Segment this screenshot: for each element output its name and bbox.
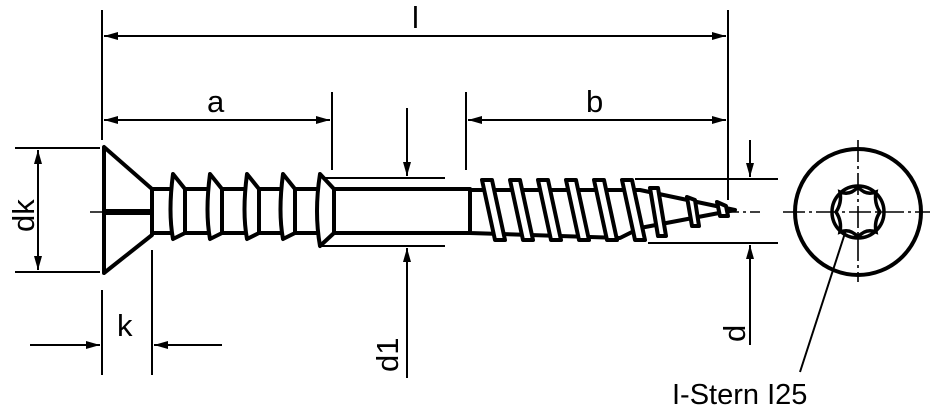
drive-leader-line bbox=[799, 229, 847, 373]
label-b: b bbox=[586, 84, 603, 119]
label-d: d bbox=[717, 325, 752, 342]
dimension-l: l bbox=[101, 0, 729, 200]
dimension-k: k bbox=[30, 250, 222, 375]
dimension-dk: dk bbox=[6, 147, 100, 273]
drive-recess-circle bbox=[830, 184, 886, 240]
label-drive: I-Stern I25 bbox=[672, 379, 807, 411]
screw-shank bbox=[148, 187, 472, 235]
screw-side-view bbox=[102, 145, 737, 275]
label-k: k bbox=[117, 308, 133, 343]
label-a: a bbox=[207, 84, 225, 119]
milling-ribs bbox=[168, 172, 336, 248]
screw-head-top-view bbox=[783, 140, 930, 282]
dimension-b: b bbox=[465, 84, 726, 170]
label-d1: d1 bbox=[370, 338, 405, 372]
thread-flanks bbox=[480, 178, 730, 242]
dimension-d: d bbox=[635, 140, 778, 345]
label-dk: dk bbox=[6, 199, 41, 232]
dimension-a: a bbox=[104, 84, 333, 170]
dimension-d1: d1 bbox=[322, 108, 445, 378]
label-l: l bbox=[412, 0, 419, 35]
